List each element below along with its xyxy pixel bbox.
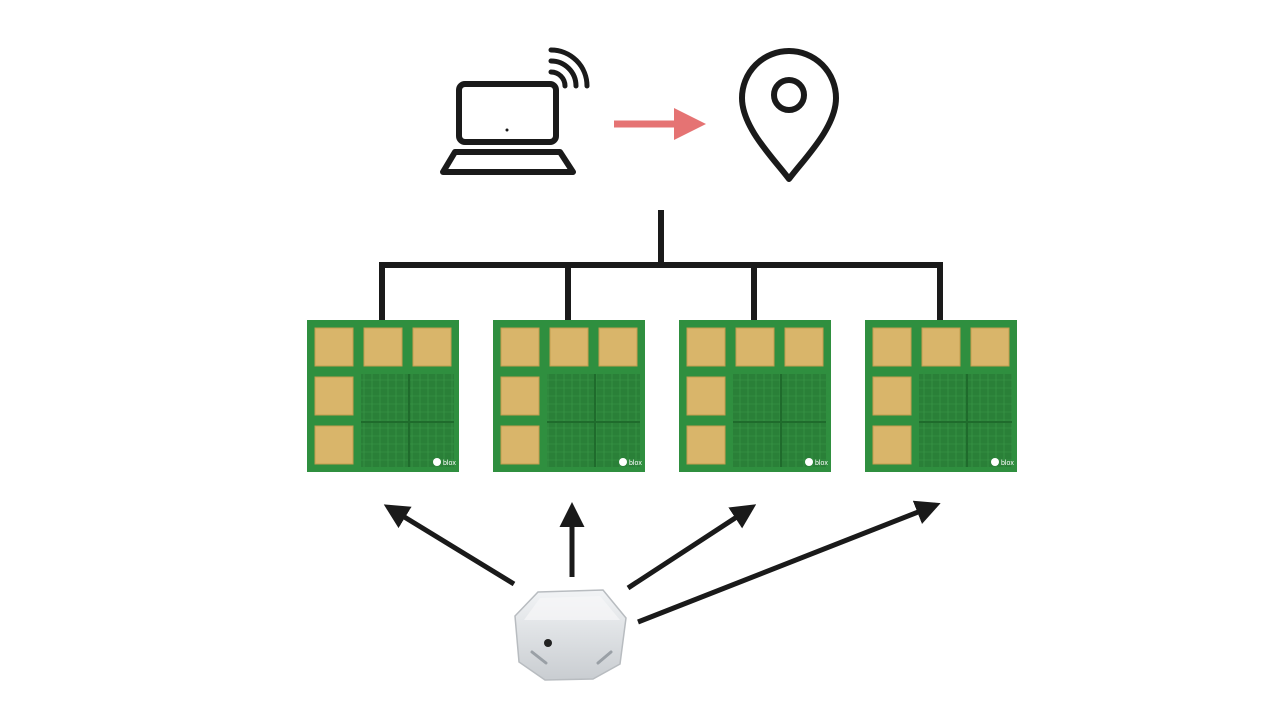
antenna-pad xyxy=(686,376,726,416)
antenna-pad xyxy=(363,327,403,367)
antenna-pad xyxy=(314,376,354,416)
signal-arrow-4 xyxy=(637,500,941,625)
board-logo-icon xyxy=(619,458,627,466)
antenna-pad xyxy=(598,327,638,367)
antenna-pad xyxy=(500,425,540,465)
antenna-pad xyxy=(872,425,912,465)
antenna-pad xyxy=(412,327,452,367)
antenna-pad xyxy=(735,327,775,367)
anchor-board: blox xyxy=(493,320,645,472)
process-arrow xyxy=(614,108,706,140)
anchor-board: blox xyxy=(307,320,459,472)
board-logo-text: blox xyxy=(443,460,456,467)
antenna-pad xyxy=(686,327,726,367)
signal-arrows xyxy=(383,500,941,625)
antenna-pad xyxy=(686,425,726,465)
board-logo-text: blox xyxy=(1001,460,1014,467)
antenna-pad xyxy=(500,327,540,367)
antenna-pad xyxy=(314,425,354,465)
anchor-board: blox xyxy=(679,320,831,472)
antenna-pad xyxy=(314,327,354,367)
antenna-pad xyxy=(549,327,589,367)
network-connector xyxy=(379,210,943,320)
laptop-wifi-icon xyxy=(440,47,590,175)
signal-arrow-1 xyxy=(383,504,516,587)
anchor-boards: blox blox blox blox xyxy=(307,320,1017,472)
board-logo-icon xyxy=(805,458,813,466)
signal-arrow-3 xyxy=(626,504,757,591)
antenna-pad xyxy=(784,327,824,367)
antenna-pad xyxy=(872,327,912,367)
board-logo-icon xyxy=(433,458,441,466)
antenna-pad xyxy=(872,376,912,416)
antenna-pad xyxy=(500,376,540,416)
antenna-pad xyxy=(921,327,961,367)
anchor-board: blox xyxy=(865,320,1017,472)
antenna-pad xyxy=(970,327,1010,367)
ble-tag-icon xyxy=(514,589,627,681)
board-logo-text: blox xyxy=(629,460,642,467)
board-logo-text: blox xyxy=(815,460,828,467)
board-logo-icon xyxy=(991,458,999,466)
map-pin-icon xyxy=(739,48,839,182)
